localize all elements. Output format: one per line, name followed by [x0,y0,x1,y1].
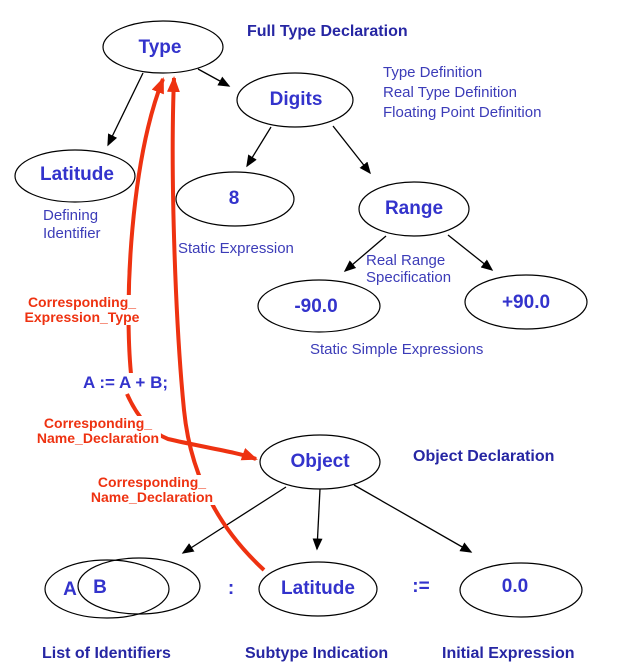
red-link-latitude-to-type [166,76,266,572]
node-label-neg90: -90.0 [294,296,338,317]
header-full-type-declaration: Full Type Declaration [247,23,408,40]
red-label-line: Name_Declaration [90,489,214,505]
assign-separator: := [412,576,430,597]
edge-range-neg90 [343,235,387,272]
red-label-line: Corresponding_ [27,294,137,310]
colon-separator: : [227,578,235,599]
edge-digits-range [332,125,371,175]
red-label-corresponding-name-declaration-1: Corresponding_ Name_Declaration [34,415,162,446]
annotation-static-expression: Static Expression [178,240,294,257]
red-label-line: Corresponding_ [43,415,153,431]
ellipse-ident-b [77,557,201,615]
annotation-static-simple-expressions: Static Simple Expressions [310,341,484,358]
node-label-ident-a: A [63,579,77,600]
annotation-specification: Specification [366,269,452,286]
ellipse-zero [459,562,583,618]
node-label-pos90: +90.0 [501,292,551,313]
header-object-declaration: Object Declaration [413,448,555,465]
ellipse-digits [236,72,354,128]
red-link-expression-to-type [126,77,165,375]
red-label-corresponding-expression-type: Corresponding_ Expression_Type [22,294,142,325]
node-label-8: 8 [228,188,240,209]
node-label-type: Type [138,37,182,58]
annotation-real-range-specification: Real Range Specification [366,252,451,286]
annotation-real-type-definition: Real Type Definition [383,84,517,101]
edge-digits-8 [246,126,272,168]
node-label-latitude-bottom: Latitude [281,578,355,599]
node-label-digits: Digits [269,89,323,110]
edge-type-latitude [107,72,144,147]
node-label-range: Range [384,198,444,219]
ellipse-latitude-bottom [258,561,378,617]
header-list-of-identifiers: List of Identifiers [42,645,171,662]
ellipse-ident-a [44,559,170,619]
ellipse-latitude-top [14,149,136,203]
annotation-type-definition: Type Definition [383,64,483,81]
annotation-identifier: Identifier [43,225,101,242]
edge-range-pos90 [447,234,494,271]
header-subtype-indication: Subtype Indication [245,645,389,662]
annotation-floating-point-definition: Floating Point Definition [383,104,542,121]
ellipse-8 [175,171,295,227]
edge-type-digits [197,68,231,87]
node-label-ident-b: B [93,577,107,598]
ellipse-type [102,20,224,74]
edge-object-initial [353,484,473,553]
annotation-real-range: Real Range [366,252,446,269]
red-link-name-to-object [125,393,258,461]
header-initial-expression: Initial Expression [442,645,575,662]
annotation-defining-identifier: Defining Identifier [43,207,101,243]
edge-object-latitude [312,488,323,551]
ellipse-pos90 [464,274,588,330]
red-label-line: Name_Declaration [36,430,160,446]
node-label-object: Object [290,451,350,472]
ellipse-neg90 [257,279,381,333]
ellipse-object [259,434,381,490]
red-label-line: Corresponding_ [97,474,207,490]
edge-object-identifiers [181,486,287,554]
annotation-digits-definitions: Type Definition Real Type Definition Flo… [383,63,541,123]
red-label-line: Expression_Type [24,309,140,325]
ellipse-range [358,181,470,237]
node-label-zero: 0.0 [501,576,529,597]
node-label-latitude-top: Latitude [40,164,114,185]
red-label-corresponding-name-declaration-2: Corresponding_ Name_Declaration [88,474,216,505]
statement-text: A := A + B; [82,373,170,393]
annotation-defining: Defining [43,207,99,224]
